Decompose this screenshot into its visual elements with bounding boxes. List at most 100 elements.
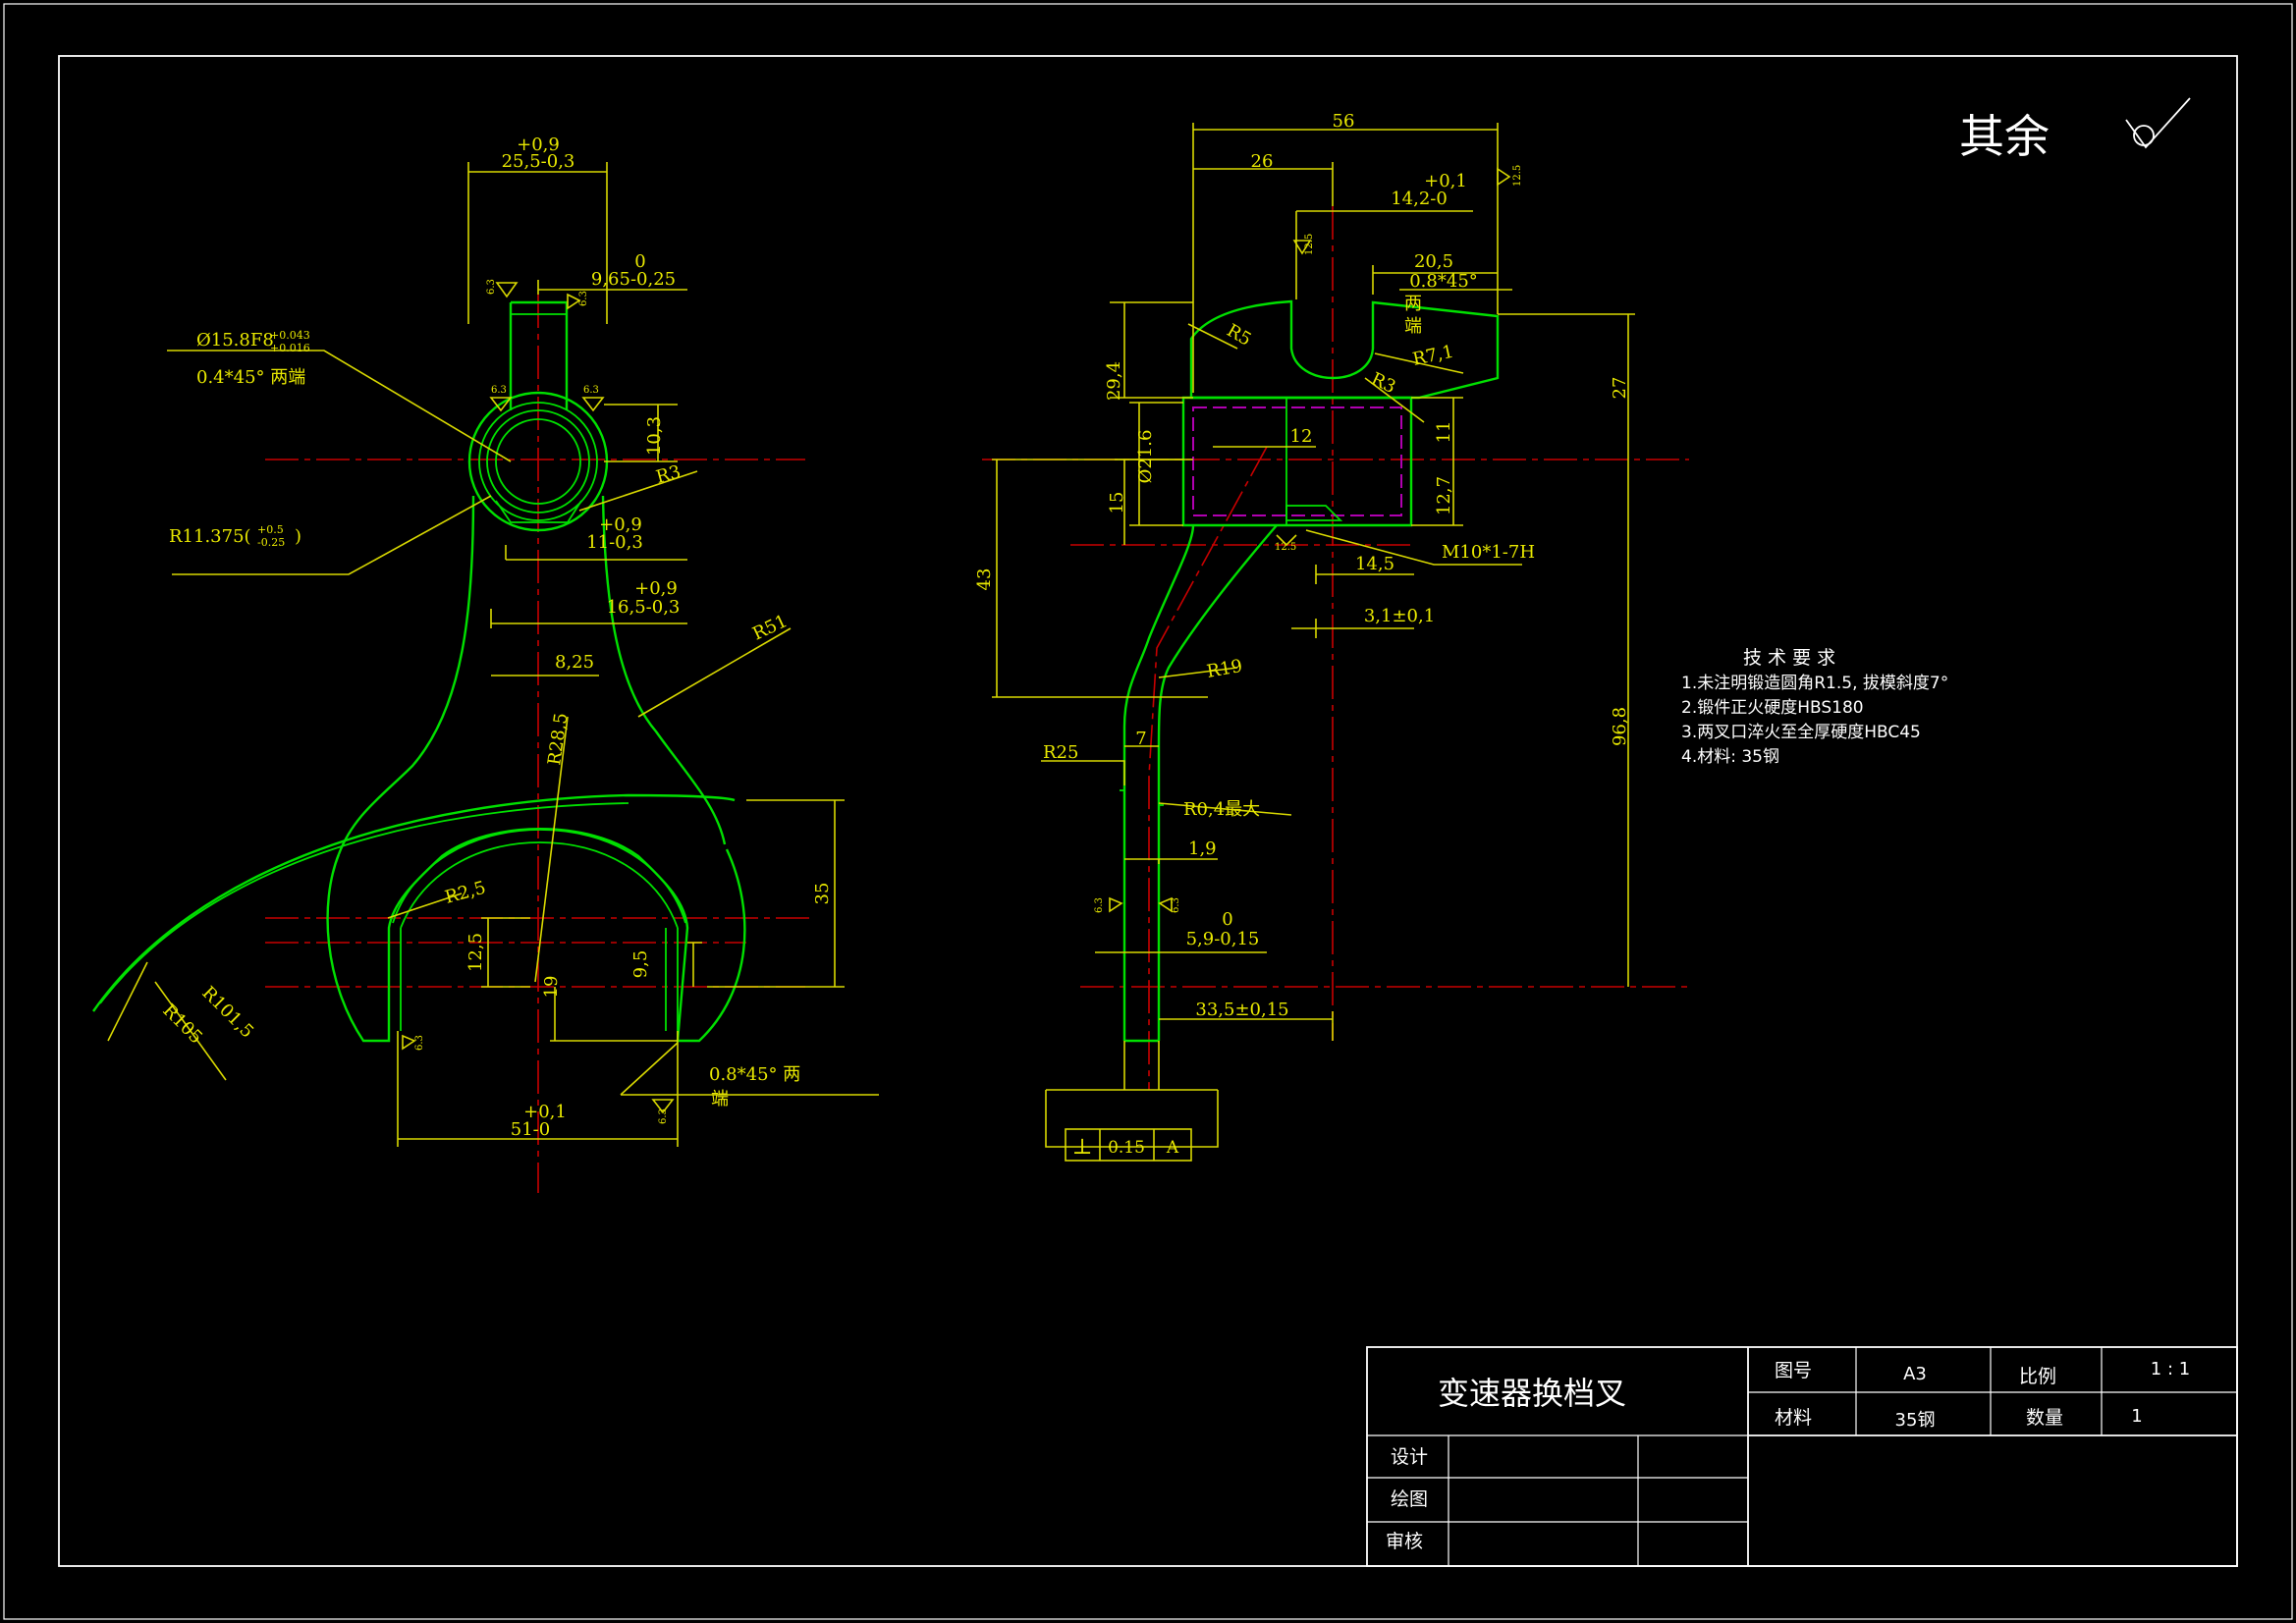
dim-bore-fit: Ø15.8F8 [196, 330, 274, 351]
dim-w51: 51-0 [511, 1119, 550, 1140]
svg-text:12.5: 12.5 [1275, 542, 1296, 553]
dim-h27: 27 [1610, 377, 1630, 400]
roughness-mark: 6.3 [1094, 896, 1123, 913]
dim-w142-tol: +0,1 [1424, 171, 1467, 191]
roughness-mark: 12.5 [1497, 165, 1523, 187]
dim-h125: 12,5 [465, 933, 486, 972]
dim-boss-radius: R11.375( [169, 526, 251, 547]
dim-d216: Ø21.6 [1135, 430, 1156, 484]
dim-chamfer-b: 端 [1404, 316, 1422, 337]
dim-thread: M10*1-7H [1442, 542, 1535, 563]
tech-requirement-item: 2.锻件正火硬度HBS180 [1681, 698, 1864, 718]
dim-r5: R5 [1224, 320, 1255, 351]
dim-w31: 3,1±0,1 [1364, 606, 1435, 626]
title-block: 变速器换档叉 图号 A3 比例 1 : 1 材料 35钢 数量 1 设计 绘图 … [1366, 1346, 2238, 1567]
dim-r25: R2,5 [443, 878, 488, 908]
tech-requirement-item: 4.材料: 35钢 [1681, 747, 1779, 767]
design-label: 设计 [1391, 1446, 1428, 1468]
svg-text:6.3: 6.3 [1171, 897, 1181, 913]
quantity-value: 1 [2131, 1406, 2142, 1427]
svg-text:6.3: 6.3 [1094, 897, 1105, 913]
svg-text:6.3: 6.3 [658, 1109, 669, 1124]
dim-w7: 7 [1135, 729, 1146, 749]
roughness-mark: 6.3 [489, 385, 513, 412]
dim-boss-radius-close: ) [295, 526, 301, 547]
roughness-mark: 6.3 [581, 385, 605, 412]
review-label: 审核 [1386, 1531, 1423, 1552]
roughness-mark: 6.3 [651, 1099, 675, 1124]
scale-label: 比例 [2019, 1366, 2056, 1387]
dim-boss-radius-lower: -0.25 [257, 536, 285, 549]
right-view: ⊥ 0.15 A 56 26 +0,1 14,2-0 20,5 0.8*45° … [974, 111, 1689, 1162]
dim-r1015: R101,5 [197, 983, 257, 1043]
dim-w26: 26 [1251, 151, 1274, 172]
dim-w56: 56 [1333, 111, 1355, 132]
dim-top-width-tol: +0,9 [517, 135, 560, 155]
inner-border [58, 55, 2238, 1567]
dim-h35: 35 [812, 883, 833, 905]
dim-w16-tol: +0,9 [634, 578, 678, 599]
geometric-tolerance-frame: ⊥ 0.15 A [1065, 1128, 1192, 1162]
material-value: 35钢 [1895, 1410, 1936, 1431]
dim-fork-chamfer-b: 端 [711, 1089, 729, 1109]
dim-r19: R19 [1205, 656, 1244, 682]
roughness-mark: 6.3 [1158, 896, 1181, 913]
dim-w335: 33,5±0,15 [1195, 1000, 1288, 1020]
dim-h95: 9,5 [630, 950, 651, 979]
svg-text:12.5: 12.5 [1304, 234, 1315, 255]
dim-bore-fit-upper: +0.043 [270, 329, 310, 342]
datum-label: A [1166, 1138, 1179, 1158]
roughness-symbol-icon [2125, 97, 2191, 149]
dim-boss-radius-upper: +0.5 [257, 523, 284, 536]
dim-slot-tol: 0 [634, 251, 645, 272]
dim-boss-height: 10,3 [644, 416, 665, 456]
perpendicularity-icon: ⊥ [1072, 1135, 1093, 1160]
dim-t59: 5,9-0,15 [1186, 929, 1260, 949]
dim-r105: R105 [158, 1001, 206, 1049]
dim-t59-tol: 0 [1222, 909, 1232, 930]
svg-text:6.3: 6.3 [578, 291, 589, 306]
tech-requirement-item: 3.两叉口淬火至全厚硬度HBC45 [1681, 723, 1921, 742]
dim-r285: R28,5 [544, 712, 572, 767]
material-label: 材料 [1775, 1407, 1812, 1429]
dim-fork-chamfer-a: 0.8*45° 两 [709, 1064, 800, 1085]
dim-r3: R3 [654, 461, 683, 488]
dim-w12: 12 [1290, 426, 1313, 447]
dim-w51-tol: +0,1 [523, 1102, 567, 1122]
svg-text:6.3: 6.3 [486, 279, 497, 295]
dim-w142: 14,2-0 [1391, 189, 1448, 209]
roughness-mark: 6.3 [486, 279, 519, 298]
dim-r25: R25 [1043, 742, 1078, 763]
dim-bore-fit-lower: +0.016 [270, 342, 310, 354]
draw-label: 绘图 [1391, 1488, 1428, 1510]
dim-h127: 12,7 [1434, 476, 1454, 515]
dim-w16: 16,5-0,3 [607, 597, 681, 618]
dim-w19: 1,9 [1188, 839, 1217, 859]
dim-r3: R3 [1368, 368, 1399, 398]
dim-h15: 15 [1107, 492, 1127, 514]
dim-chamfer-a: 两 [1404, 294, 1422, 314]
dim-w11-tol: +0,9 [599, 514, 642, 535]
svg-text:6.3: 6.3 [583, 385, 599, 396]
dim-w145: 14,5 [1355, 554, 1394, 574]
dim-h19: 19 [541, 976, 562, 999]
dim-w11: 11-0,3 [586, 532, 643, 553]
dim-chamfer: 0.8*45° [1409, 271, 1478, 292]
roughness-mark: 6.3 [567, 291, 589, 310]
dim-r71: R7,1 [1411, 342, 1456, 370]
dim-top-width: 25,5-0,3 [502, 151, 575, 172]
quantity-label: 数量 [2026, 1407, 2063, 1429]
drawing-no: A3 [1903, 1364, 1927, 1384]
dim-r04: R0,4最大 [1183, 799, 1260, 820]
left-view: +0,9 25,5-0,3 0 9,65-0,25 Ø15.8F8 +0.043… [92, 135, 879, 1193]
svg-text:12.5: 12.5 [1512, 165, 1523, 187]
roughness-mark: 6.3 [402, 1034, 425, 1051]
drawing-no-label: 图号 [1775, 1360, 1812, 1381]
dim-slot: 9,65-0,25 [591, 269, 676, 290]
dim-h968: 96,8 [1610, 707, 1630, 746]
outer-border [3, 3, 2293, 1620]
scale-value: 1 : 1 [2151, 1359, 2190, 1380]
dim-h11: 11 [1434, 421, 1454, 444]
dim-h43: 43 [974, 568, 995, 591]
part-name: 变速器换档叉 [1438, 1375, 1626, 1412]
